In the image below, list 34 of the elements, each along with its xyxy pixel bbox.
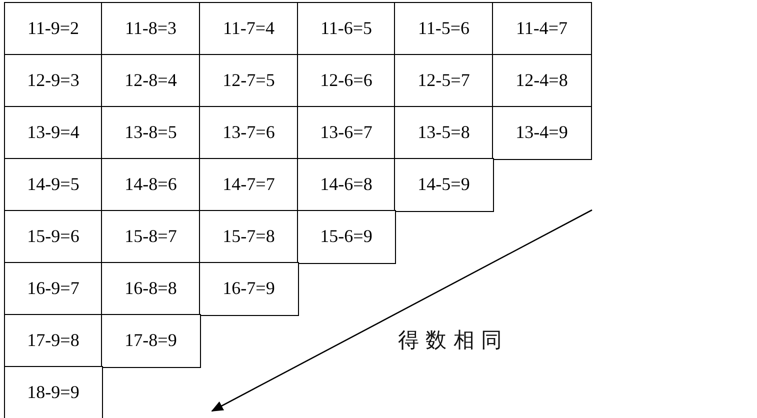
table-cell: 14-6=8 [297, 158, 396, 212]
table-cell: 12-5=7 [394, 54, 494, 108]
table-cell: 11-6=5 [297, 2, 396, 56]
table-cell: 12-8=4 [101, 54, 200, 108]
table-cell: 15-9=6 [4, 210, 102, 264]
table-cell: 14-5=9 [394, 158, 494, 212]
table-cell: 16-7=9 [199, 262, 298, 316]
table-cell: 11-5=6 [394, 2, 494, 56]
table-cell: 12-9=3 [4, 54, 102, 108]
table-cell: 13-8=5 [101, 106, 200, 160]
table-cell: 13-7=6 [199, 106, 298, 160]
table-cell: 11-7=4 [199, 2, 298, 56]
table-cell: 15-8=7 [101, 210, 200, 264]
table-cell: 13-6=7 [297, 106, 396, 160]
table-cell: 14-9=5 [4, 158, 102, 212]
table-cell: 11-8=3 [101, 2, 200, 56]
table-cell: 11-4=7 [492, 2, 592, 56]
table-cell: 16-9=7 [4, 262, 102, 316]
table-cell: 15-6=9 [297, 210, 396, 264]
table-cell: 12-4=8 [492, 54, 592, 108]
table-cell: 11-9=2 [4, 2, 102, 56]
arrow-caption: 得 数 相 同 [398, 327, 502, 354]
table-cell: 17-9=8 [4, 314, 102, 368]
table-cell: 13-5=8 [394, 106, 494, 160]
table-cell: 14-8=6 [101, 158, 200, 212]
table-cell: 18-9=9 [4, 366, 102, 418]
table-cell: 12-6=6 [297, 54, 396, 108]
table-cell: 15-7=8 [199, 210, 298, 264]
table-cell: 13-9=4 [4, 106, 102, 160]
table-cell: 17-8=9 [101, 314, 200, 368]
table-cell: 13-4=9 [492, 106, 592, 160]
table-cell: 14-7=7 [199, 158, 298, 212]
table-cell: 12-7=5 [199, 54, 298, 108]
table-cell: 16-8=8 [101, 262, 200, 316]
